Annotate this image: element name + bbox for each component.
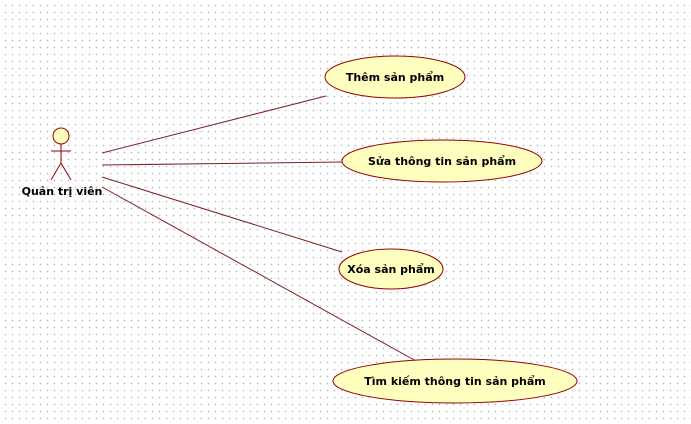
association-line-delete-product[interactable] [101,176,343,253]
association-line-search-product[interactable] [101,186,417,362]
use-case-delete-product[interactable]: Xóa sản phẩm [338,248,444,290]
stick-figure-actor-icon [50,127,72,181]
use-case-label: Thêm sản phẩm [346,71,444,84]
use-case-label: Xóa sản phẩm [347,263,435,276]
association-line-add-product[interactable] [101,95,327,154]
use-case-search-product[interactable]: Tìm kiếm thông tin sản phẩm [332,358,578,404]
actor-right-leg [60,162,72,181]
use-case-edit-product[interactable]: Sửa thông tin sản phẩm [341,139,543,183]
actor-left-leg [50,162,62,181]
actor-label: Quản trị viên [22,185,103,198]
use-case-ellipse [338,248,444,290]
associations [101,95,417,362]
use-case-add-product[interactable]: Thêm sản phẩm [324,55,466,99]
use-case-ellipse [332,358,578,404]
use-case-label: Tìm kiếm thông tin sản phẩm [364,375,546,388]
use-case-ellipse [324,55,466,99]
actor-head [52,127,70,145]
actor[interactable]: Quản trị viên [22,127,103,198]
use-case-ellipse [341,139,543,183]
association-line-edit-product[interactable] [101,161,343,166]
use-case-label: Sửa thông tin sản phẩm [368,155,516,168]
